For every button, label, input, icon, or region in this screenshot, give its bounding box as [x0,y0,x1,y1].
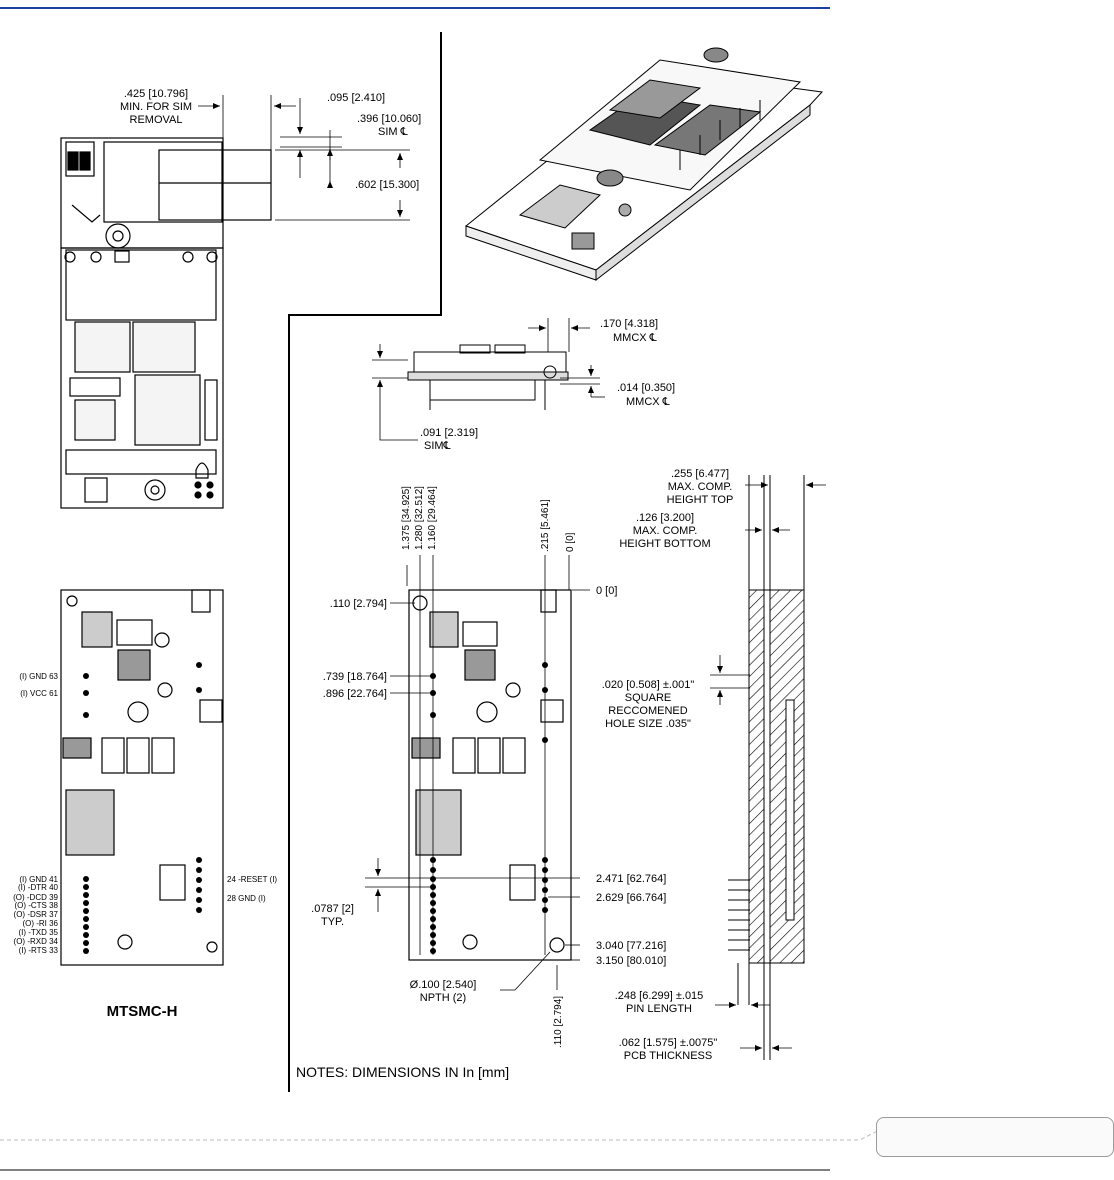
svg-text:(O) -DCD 39: (O) -DCD 39 [13,893,58,902]
svg-text:(I) -DTR 40: (I) -DTR 40 [18,883,59,892]
svg-text:3.150 [80.010]: 3.150 [80.010] [596,955,666,967]
footprint-dimension-lines [365,555,590,991]
dim-sim-091: .091 [2.319] [420,427,478,439]
svg-text:(I) -TXD 35: (I) -TXD 35 [18,928,58,937]
svg-text:(I) VCC 61: (I) VCC 61 [20,689,58,698]
svg-text:(I) -RTS 33: (I) -RTS 33 [19,946,59,955]
svg-text:.110 [2.794]: .110 [2.794] [330,598,387,610]
footprint-pin-dots [430,662,548,954]
svg-text:.739 [18.764]: .739 [18.764] [323,671,387,683]
edge-view-dimension-lines [710,482,826,1051]
svg-text:TYP.: TYP. [321,916,344,928]
svg-text:(O) -RXD 34: (O) -RXD 34 [14,937,59,946]
svg-text:1.280 [32.512]: 1.280 [32.512] [414,486,425,550]
footprint-left-labels: .110 [2.794] .739 [18.764] .896 [22.764]… [311,598,387,928]
svg-text:RECCOMENED: RECCOMENED [608,705,688,717]
svg-text:MMCX ℄: MMCX ℄ [613,332,657,344]
bottom-view-title: MTSMC-H [107,1003,178,1020]
top-view-dimension-lines [198,95,410,225]
svg-text:0 [0]: 0 [0] [596,585,617,597]
svg-text:2.471 [62.764]: 2.471 [62.764] [596,873,666,885]
side-view-dimension-lines [372,318,605,441]
svg-text:MAX. COMP.: MAX. COMP. [668,481,733,493]
svg-text:MMCX ℄: MMCX ℄ [626,396,670,408]
svg-text:.255 [6.477]: .255 [6.477] [671,468,729,480]
svg-text:.215 [5.461]: .215 [5.461] [540,499,551,552]
svg-text:28 GND (I): 28 GND (I) [227,894,266,903]
svg-text:1.160 [29.464]: 1.160 [29.464] [427,486,438,550]
svg-text:HEIGHT BOTTOM: HEIGHT BOTTOM [619,538,710,550]
svg-text:NPTH (2): NPTH (2) [420,992,466,1004]
dim-mmcx-014: .014 [0.350] [617,382,675,394]
footprint-bottom-label: .110 [2.794] [553,996,564,1048]
bottom-view-pin-dots [83,662,202,954]
edge-view-dim-labels: .255 [6.477] MAX. COMP. HEIGHT TOP .126 … [602,468,734,1062]
isometric-module-view [464,47,824,282]
section-divider [288,32,442,1092]
svg-text:.896 [22.764]: .896 [22.764] [323,688,387,700]
svg-text:Ø.100 [2.540]: Ø.100 [2.540] [410,979,477,991]
notes-text: NOTES: DIMENSIONS IN In [mm] [296,1064,509,1080]
svg-text:0 [0]: 0 [0] [565,532,576,552]
bottom-view-pin-labels-right: 24 -RESET (I) 28 GND (I) [227,875,277,903]
svg-text:(O) -RI 36: (O) -RI 36 [22,919,58,928]
svg-text:MAX. COMP.: MAX. COMP. [633,525,698,537]
svg-text:MIN. FOR SIM: MIN. FOR SIM [120,101,192,113]
svg-text:SIM ℄: SIM ℄ [378,126,408,138]
dim-sim-removal: .425 [10.796] [124,88,188,100]
footprint-right-labels: 0 [0] 2.471 [62.764] 2.629 [66.764] 3.04… [596,585,666,967]
svg-text:(O) -CTS 38: (O) -CTS 38 [14,901,58,910]
svg-text:.126 [3.200]: .126 [3.200] [636,512,694,524]
footer-page-box [876,1117,1114,1157]
svg-text:2.629 [66.764]: 2.629 [66.764] [596,892,666,904]
edge-view-module [728,475,805,1060]
side-view-dim-labels: .170 [4.318] MMCX ℄ .014 [0.350] MMCX ℄ … [420,318,675,452]
dim-602: .602 [15.300] [355,179,419,191]
top-view-dim-labels: .425 [10.796] MIN. FOR SIM REMOVAL .095 … [120,88,421,191]
svg-text:SIM℄: SIM℄ [424,440,451,452]
svg-text:.248 [6.299] ±.015: .248 [6.299] ±.015 [615,990,704,1002]
dim-mmcx-170: .170 [4.318] [600,318,658,330]
svg-text:24 -RESET (I): 24 -RESET (I) [227,875,277,884]
svg-text:PCB THICKNESS: PCB THICKNESS [624,1050,712,1062]
svg-text:.062 [1.575] ±.0075": .062 [1.575] ±.0075" [619,1037,718,1049]
footer-dashed-curve [0,1129,881,1141]
dim-095: .095 [2.410] [327,92,385,104]
svg-text:(I) GND 41: (I) GND 41 [19,875,58,884]
side-view-module [407,344,569,410]
svg-text:SQUARE: SQUARE [625,692,671,704]
footprint-hole-label: Ø.100 [2.540] NPTH (2) [410,979,477,1004]
top-view-board [60,137,272,509]
svg-text:PIN LENGTH: PIN LENGTH [626,1003,692,1015]
svg-text:REMOVAL: REMOVAL [130,114,183,126]
svg-text:.0787 [2]: .0787 [2] [311,903,354,915]
dim-sim-centerline: .396 [10.060] [357,113,421,125]
footprint-top-labels: 1.375 [34.925] 1.280 [32.512] 1.160 [29.… [401,486,576,552]
svg-text:1.375 [34.925]: 1.375 [34.925] [401,486,412,550]
svg-text:(O) -DSR 37: (O) -DSR 37 [14,910,59,919]
svg-text:.020 [0.508] ±.001": .020 [0.508] ±.001" [602,679,695,691]
bottom-view-pin-labels-left: (I) GND 63 (I) VCC 61 (I) GND 41 (I) -DT… [13,672,58,955]
svg-text:HEIGHT TOP: HEIGHT TOP [667,494,734,506]
svg-text:3.040 [77.216]: 3.040 [77.216] [596,940,666,952]
bottom-view-board [60,589,224,966]
svg-text:HOLE SIZE .035": HOLE SIZE .035" [605,718,691,730]
edge-view-pins [728,879,750,1005]
svg-text:(I) GND 63: (I) GND 63 [19,672,58,681]
